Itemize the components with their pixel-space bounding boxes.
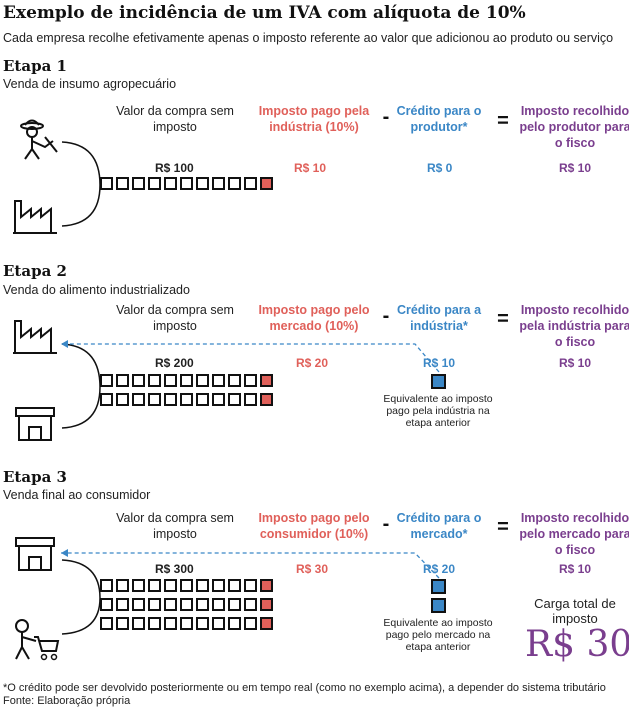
stage-1-credit-header: Crédito para o produtor* (396, 104, 482, 134)
stage-2-credit-note: Equivalente ao imposto pago pela indústr… (383, 393, 493, 429)
stage-3-value-blocks-row-1 (100, 579, 273, 592)
stage-1-tax-header: Imposto pago pela indústria (10%) (258, 104, 370, 134)
stage-1-collected-header: Imposto recolhido pelo produtor para o f… (519, 104, 629, 150)
consumer-icon (15, 619, 60, 661)
tax-block (260, 393, 273, 406)
stage-3-value-blocks-row-2 (100, 598, 273, 611)
stage-3-credit-block-2 (431, 598, 446, 613)
stage-1-title: Etapa 1 (3, 57, 67, 75)
stage-3-value-blocks-row-3 (100, 617, 273, 630)
market-icon (15, 407, 55, 441)
factory-icon (13, 200, 57, 234)
equals-operator: = (497, 308, 509, 330)
minus-operator: - (382, 106, 390, 128)
stage-1-tax-value: R$ 10 (294, 161, 327, 175)
stage-1-connector (61, 141, 101, 227)
stage-2-value-blocks-row-2 (100, 393, 273, 406)
stage-3-title: Etapa 3 (3, 468, 67, 486)
stage-2-credit-value: R$ 10 (423, 356, 456, 370)
minus-operator: - (382, 513, 390, 535)
stage-2-connector (61, 343, 101, 429)
stage-2-tax-value: R$ 20 (296, 356, 329, 370)
stage-3-credit-block-1 (431, 579, 446, 594)
stage-3-collected-header: Imposto recolhido pelo mercado para o fi… (519, 511, 629, 557)
stage-3-connector (61, 559, 101, 635)
stage-2-credit-arrow (61, 340, 440, 373)
stage-3-purchase-value: R$ 300 (155, 562, 194, 576)
stage-1-description: Venda de insumo agropecuário (3, 77, 177, 91)
stage-1-purchase-header: Valor da compra sem imposto (116, 104, 234, 134)
stage-2-collected-value: R$ 10 (559, 356, 592, 370)
footnote: *O crédito pode ser devolvido posteriorm… (3, 682, 606, 694)
total-tax-value: R$ 30 (525, 624, 629, 665)
stage-3-tax-header: Imposto pago pelo consumidor (10%) (258, 511, 370, 541)
stage-1-value-blocks (100, 177, 273, 190)
stage-2-description: Venda do alimento industrializado (3, 283, 190, 297)
stage-2-purchase-header: Valor da compra sem imposto (116, 303, 234, 333)
stage-1-collected-value: R$ 10 (559, 161, 592, 175)
tax-block (260, 598, 273, 611)
tax-block (260, 177, 273, 190)
stage-1-purchase-value: R$ 100 (155, 161, 194, 175)
stage-2-collected-header: Imposto recolhido pela indústria para o … (519, 303, 629, 349)
stage-2-title: Etapa 2 (3, 262, 67, 280)
stage-2-credit-block (431, 374, 446, 389)
stage-3-description: Venda final ao consumidor (3, 488, 151, 502)
stage-3-credit-arrow (61, 549, 440, 579)
stage-1-credit-value: R$ 0 (427, 161, 453, 175)
total-tax-label: Carga total de imposto (534, 596, 616, 626)
page-title: Exemplo de incidência de um IVA com alíq… (3, 3, 526, 23)
stage-3-purchase-header: Valor da compra sem imposto (116, 511, 234, 541)
stage-3-credit-header: Crédito para o mercado* (396, 511, 482, 541)
source: Fonte: Elaboração própria (3, 695, 131, 707)
stage-2-credit-header: Crédito para a indústria* (396, 303, 482, 333)
farmer-icon (20, 119, 58, 160)
tax-block (260, 374, 273, 387)
factory-icon (13, 320, 57, 354)
page-subtitle: Cada empresa recolhe efetivamente apenas… (3, 31, 614, 45)
stage-2-tax-header: Imposto pago pelo mercado (10%) (258, 303, 370, 333)
equals-operator: = (497, 516, 509, 538)
stage-3-credit-note: Equivalente ao imposto pago pelo mercado… (383, 617, 493, 653)
tax-block (260, 617, 273, 630)
market-icon (15, 537, 55, 571)
stage-2-purchase-value: R$ 200 (155, 356, 194, 370)
tax-block (260, 579, 273, 592)
stage-2-value-blocks-row-1 (100, 374, 273, 387)
stage-3-collected-value: R$ 10 (559, 562, 592, 576)
stage-3-credit-value: R$ 20 (423, 562, 456, 576)
equals-operator: = (497, 110, 509, 132)
stage-3-tax-value: R$ 30 (296, 562, 329, 576)
minus-operator: - (382, 305, 390, 327)
